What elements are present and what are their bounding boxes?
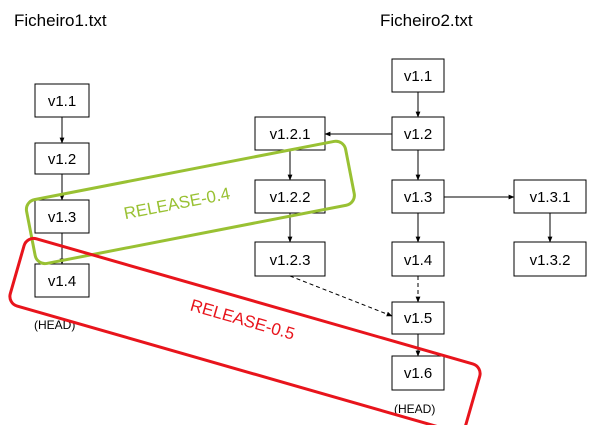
node-f1-v1-3: v1.3 [34, 199, 90, 234]
node-label: v1.2.2 [270, 189, 311, 206]
node-label: v1.5 [404, 310, 432, 327]
node-label: v1.4 [404, 252, 432, 269]
node-label: v1.2.3 [270, 252, 311, 269]
node-f2-v1-3-1: v1.3.1 [513, 179, 587, 214]
node-f1-v1-4: v1.4 [34, 263, 90, 298]
node-f2-v1-6: v1.6 [391, 355, 445, 391]
file1-title: Ficheiro1.txt [14, 11, 107, 30]
release-0-5-outline [8, 236, 482, 425]
node-label: v1.3.2 [530, 252, 571, 269]
file2-title: Ficheiro2.txt [380, 11, 473, 30]
release-0-5-label: RELEASE-0.5 [188, 296, 297, 344]
node-f2-v1-4: v1.4 [391, 241, 445, 277]
node-f2-v1-2: v1.2 [391, 116, 445, 151]
node-label: v1.3 [404, 189, 432, 206]
head-label-file1: (HEAD) [34, 318, 75, 332]
node-label: v1.3.1 [530, 189, 571, 206]
edge-f2-v123-v15 [289, 275, 393, 317]
release-0-4-label: RELEASE-0.4 [122, 184, 231, 223]
node-label: v1.2 [404, 126, 432, 143]
node-label: v1.6 [404, 365, 432, 382]
edges [59, 92, 553, 357]
node-label: v1.3 [48, 209, 76, 226]
node-f2-v1-5: v1.5 [391, 301, 445, 335]
node-label: v1.1 [48, 93, 76, 110]
node-label: v1.4 [48, 273, 76, 290]
node-f2-v1-3: v1.3 [391, 179, 445, 214]
node-label: v1.2 [48, 151, 76, 168]
node-f2-v1-1: v1.1 [391, 58, 445, 93]
node-f1-v1-2: v1.2 [34, 142, 90, 175]
node-f1-v1-1: v1.1 [34, 83, 90, 118]
node-label: v1.1 [404, 68, 432, 85]
node-f2-v1-2-3: v1.2.3 [254, 241, 326, 277]
node-label: v1.2.1 [270, 126, 311, 143]
node-f2-v1-3-2: v1.3.2 [513, 241, 587, 277]
head-label-file2: (HEAD) [394, 402, 435, 416]
release-0-4-outline [24, 139, 356, 266]
node-f2-v1-2-2: v1.2.2 [254, 179, 326, 214]
